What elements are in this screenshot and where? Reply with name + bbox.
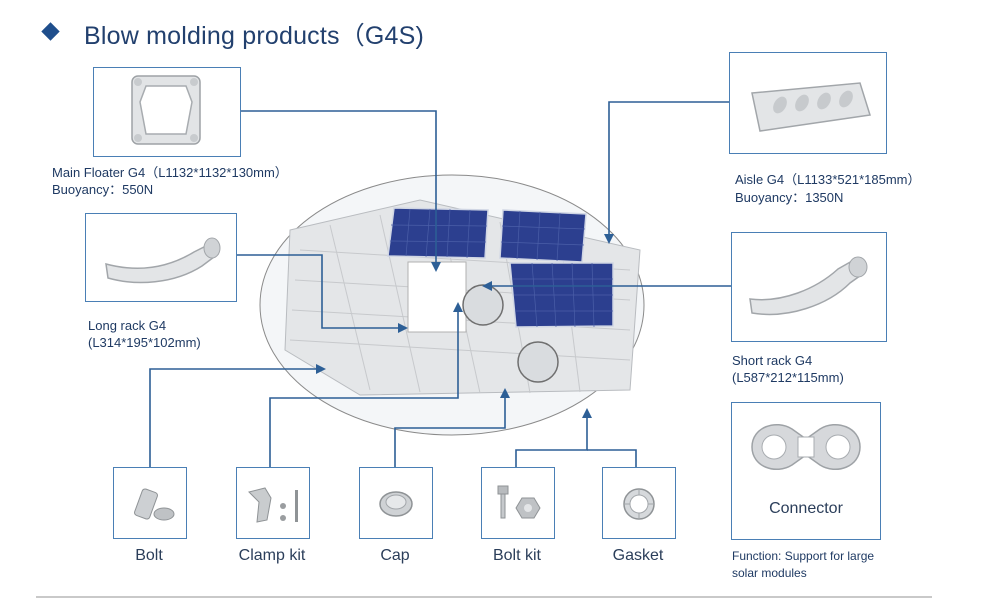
main-floater-name: Main Floater G4（L1132*1132*130mm） [52, 165, 288, 180]
center-floater [407, 261, 467, 333]
bolt-image [113, 467, 187, 539]
short-rack-name: Short rack G4 [732, 353, 813, 368]
gasket-image [602, 467, 676, 539]
long-rack-name: Long rack G4 [88, 318, 167, 333]
main-floater-image [93, 67, 241, 157]
long-rack-image [85, 213, 237, 302]
detail-circle-1 [462, 284, 504, 326]
aisle-image [729, 52, 887, 154]
short-rack-dims: (L587*212*115mm) [732, 370, 844, 385]
bolt-label: Bolt [135, 547, 163, 564]
connector-box: Connector [731, 402, 881, 540]
long-rack-dims: (L314*195*102mm) [88, 335, 201, 350]
bolt-kit-label: Bolt kit [492, 547, 541, 564]
connector-function-line1: Function: Support for large [732, 549, 875, 563]
aisle-name: Aisle G4（L1133*521*185mm） [735, 172, 921, 187]
page-title: Blow molding products（G4S) [84, 22, 425, 50]
short-rack-image [731, 232, 887, 342]
bolt-kit-image [481, 467, 555, 539]
cap-label: Cap [380, 547, 410, 564]
main-floater-buoyancy: Buoyancy：550N [52, 182, 154, 197]
connector-function-line2: solar modules [732, 566, 807, 580]
gasket-label: Gasket [612, 547, 664, 564]
clamp-kit-label: Clamp kit [238, 547, 306, 564]
footer-divider [36, 596, 932, 598]
cap-image [359, 467, 433, 539]
detail-circle-2 [517, 341, 559, 383]
aisle-buoyancy: Buoyancy：1350N [735, 190, 844, 205]
clamp-kit-image [236, 467, 310, 539]
connector-label: Connector [769, 500, 843, 517]
